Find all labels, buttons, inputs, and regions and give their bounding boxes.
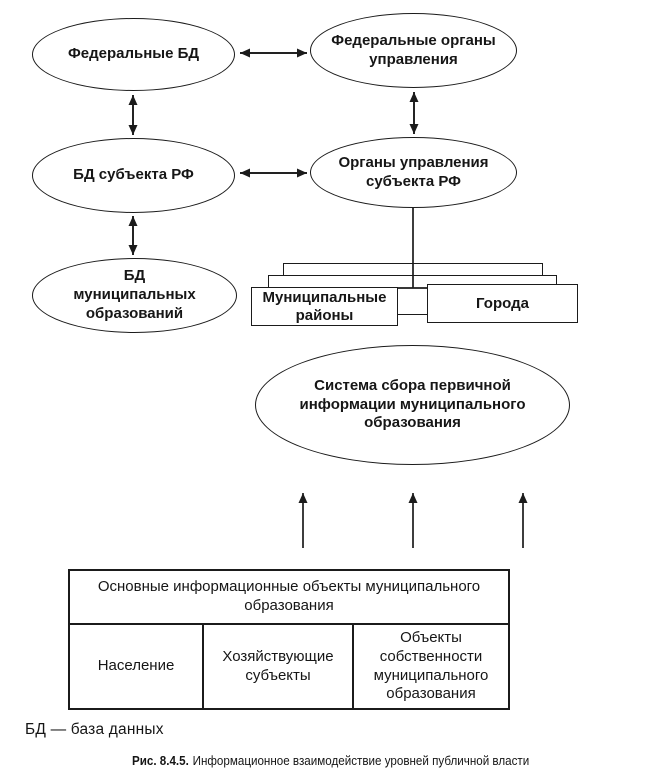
legend-text: БД — база данных	[25, 721, 164, 738]
caption-label: Рис. 8.4.5.	[132, 754, 190, 768]
ellipse-federal-db: Федеральные БД	[32, 18, 235, 91]
table-body-row: Население Хозяйствующие субъекты Объекты…	[70, 625, 508, 708]
ellipse-municipal-db: БД муниципальных образований	[32, 258, 237, 333]
ellipse-subject-authorities: Органы управления субъекта РФ	[310, 137, 517, 208]
table-cell-population: Население	[97, 657, 175, 675]
box-municipal-districts: Муниципальные районы	[251, 287, 398, 326]
table-header-cell: Основные информационные объекты муниципа…	[70, 571, 508, 625]
table-cell-property-objects: Объекты собственности муниципального обр…	[352, 625, 508, 708]
info-objects-table: Основные информационные объекты муниципа…	[68, 569, 510, 710]
ellipse-subject-db: БД субъекта РФ	[32, 138, 235, 213]
figure-caption: Рис. 8.4.5.Информационное взаимодействие…	[0, 754, 662, 768]
table-cell-economic-entities: Хозяйствующие субъекты	[202, 625, 352, 708]
ellipse-federal-authorities: Федеральные органы управления	[310, 13, 517, 88]
caption-text: Информационное взаимодействие уровней пу…	[192, 754, 530, 768]
ellipse-collection-system: Система сбора первичной информации муниц…	[255, 345, 570, 465]
box-cities: Города	[427, 284, 578, 323]
